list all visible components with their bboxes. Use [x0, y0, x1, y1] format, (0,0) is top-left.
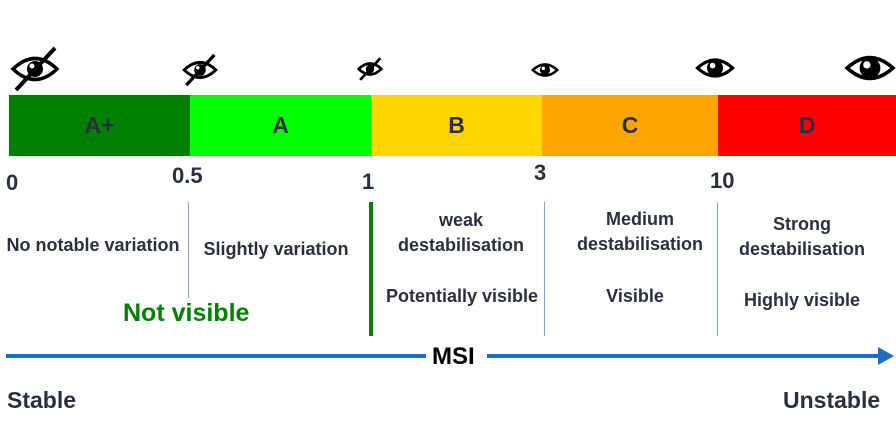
eye-icon-small	[531, 58, 559, 82]
description-d: Strong destabilisation	[738, 214, 866, 259]
description-a: Slightly variation	[203, 239, 349, 259]
msi-axis-line-left	[6, 354, 426, 358]
description-c: Medium destabilisation	[576, 209, 704, 254]
grade-label: D	[798, 112, 816, 138]
description-a-plus: No notable variation	[6, 235, 180, 255]
grade-band-a-plus: A+	[9, 95, 190, 156]
tick-label: 3	[534, 160, 547, 185]
eye-icon-large	[844, 46, 896, 90]
visibility-b: Potentially visible	[385, 286, 539, 306]
grade-label: A	[272, 112, 289, 138]
grade-band-a: A	[190, 95, 371, 156]
msi-axis-label: MSI	[432, 343, 475, 370]
stable-label: Stable	[7, 387, 77, 413]
tick-label: 0.5	[172, 163, 203, 188]
eye-icon-medium	[695, 52, 735, 84]
unstable-label: Unstable	[783, 387, 881, 413]
visibility-c: Visible	[606, 286, 664, 306]
grade-label: A+	[84, 112, 115, 138]
eye-crossed-icon-small	[357, 56, 383, 82]
eye-crossed-icon-medium	[182, 52, 218, 88]
tick-label: 0	[6, 170, 19, 195]
separator-line	[544, 202, 545, 336]
visibility-d: Highly visible	[743, 290, 861, 310]
grade-band-b: B	[371, 95, 542, 156]
grade-band-d: D	[718, 95, 896, 156]
grade-band-c: C	[542, 95, 718, 156]
grade-label: B	[448, 112, 465, 138]
arrow-right-icon	[878, 347, 894, 365]
description-b: weak destabilisation	[397, 210, 525, 255]
tick-label: 1	[362, 169, 375, 194]
separator-line	[188, 202, 189, 298]
tick-label: 10	[710, 168, 735, 193]
msi-axis-line-right	[487, 354, 880, 358]
visibility-not-visible: Not visible	[123, 299, 250, 327]
grade-label: C	[621, 112, 639, 138]
separator-line-visible-threshold	[369, 202, 373, 336]
separator-line	[717, 202, 718, 336]
eye-crossed-icon-large	[10, 44, 60, 94]
